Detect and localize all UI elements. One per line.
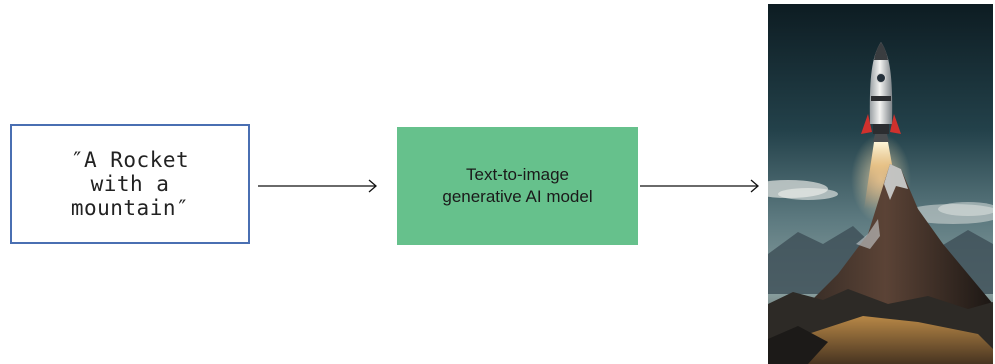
arrow-model-to-image bbox=[640, 179, 759, 193]
rocket-illustration bbox=[861, 42, 901, 142]
prompt-line-3: mountain″ bbox=[70, 196, 190, 220]
text-to-image-model-box: Text-to-image generative AI model bbox=[397, 127, 638, 245]
model-label-line-1: Text-to-image bbox=[466, 165, 569, 184]
prompt-line-1: ″A Rocket bbox=[70, 148, 190, 172]
prompt-text-box: ″A Rocket with a mountain″ bbox=[10, 124, 250, 244]
model-label-line-2: generative AI model bbox=[442, 187, 593, 206]
prompt-line-2: with a bbox=[90, 172, 170, 196]
arrow-prompt-to-model bbox=[258, 179, 377, 193]
generated-rocket-mountain-image bbox=[768, 4, 993, 364]
